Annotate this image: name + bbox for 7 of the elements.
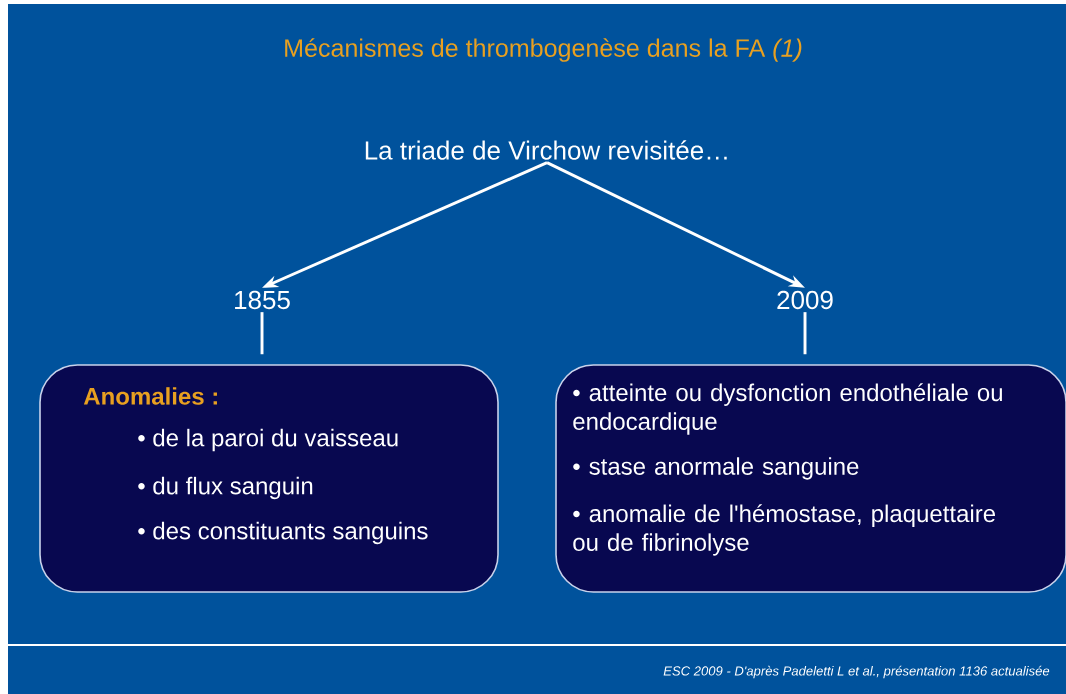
- source-note: ESC 2009 - D'après Padeletti L et al., présentation 1136 actualisée: [663, 665, 1050, 679]
- heading-text: La triade de Virchow revisitée…: [365, 140, 727, 160]
- text-box: • atteinte ou dysfonction endothéliale ou endocardique • stase anormale sanguine • anomalie de l'hémostase, plaquettaire ou de fibrinolyse: [555, 364, 1066, 593]
- year-label: 2009: [777, 290, 833, 310]
- text-box: Anomalies : • de la paroi du vaisseau • du flux sanguin • des constituants sanguins: [39, 364, 499, 593]
- year-label: 1855: [235, 290, 290, 310]
- title: Mécanismes de thrombogenèse dans la FA (1): [285, 38, 802, 62]
